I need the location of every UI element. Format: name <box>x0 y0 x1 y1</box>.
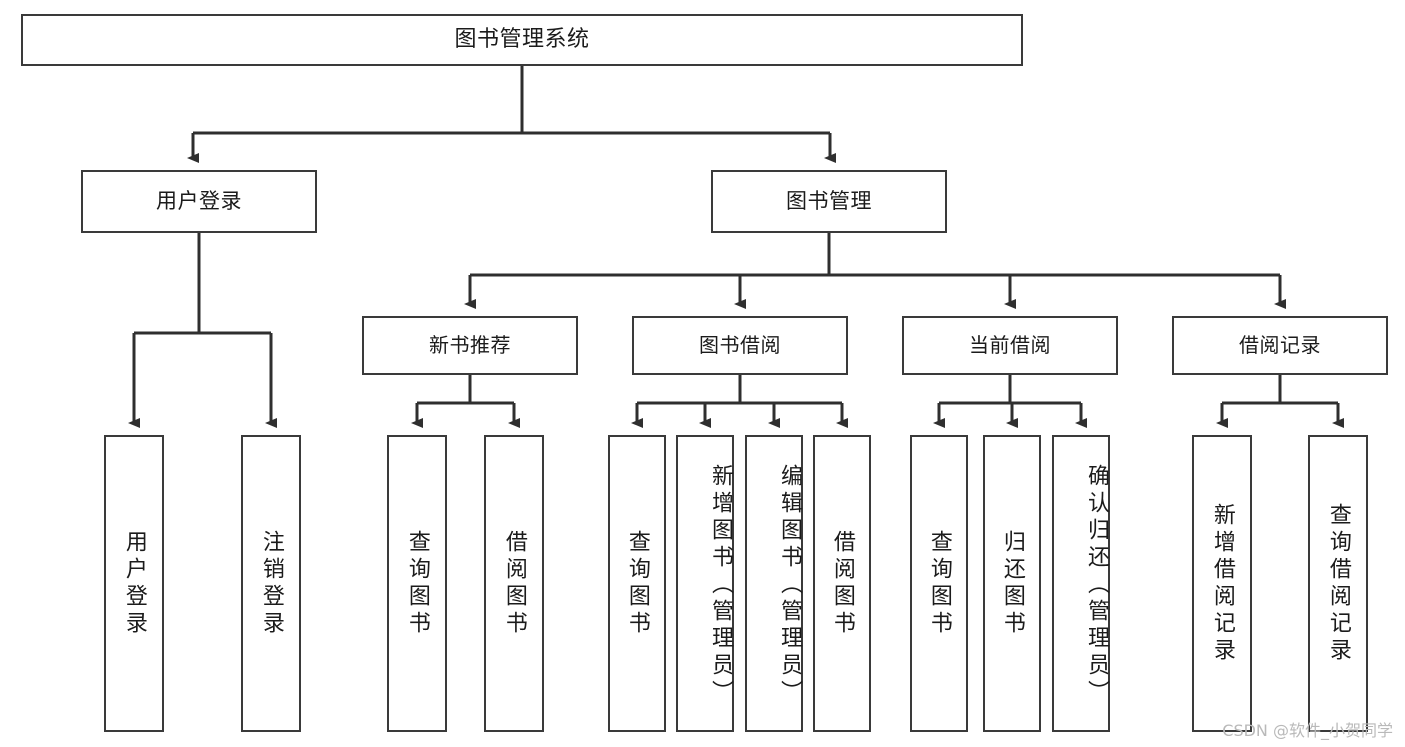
node-leaf-query-borrow-record-label: 查询借阅记录 <box>1325 502 1351 665</box>
node-leaf-query-book-2[interactable]: 查询图书 <box>608 435 666 732</box>
node-user-login[interactable]: 用户登录 <box>81 170 317 233</box>
node-leaf-edit-book[interactable]: 编辑图书（管理员） <box>745 435 803 732</box>
node-leaf-return-book-label: 归还图书 <box>999 529 1025 638</box>
node-leaf-borrow-book-2-label: 借阅图书 <box>829 529 855 638</box>
node-leaf-user-logout-label: 注销登录 <box>258 529 284 638</box>
node-root-label: 图书管理系统 <box>454 27 590 53</box>
node-leaf-query-book-3-label: 查询图书 <box>926 529 952 638</box>
node-borrow-record[interactable]: 借阅记录 <box>1172 316 1388 375</box>
node-book-manage[interactable]: 图书管理 <box>711 170 947 233</box>
watermark: CSDN @软件_小贺同学 <box>1222 721 1393 740</box>
node-new-book-recommend[interactable]: 新书推荐 <box>362 316 578 375</box>
node-leaf-add-borrow-record-label: 新增借阅记录 <box>1209 502 1235 665</box>
node-user-login-label: 用户登录 <box>156 189 242 214</box>
node-leaf-user-logout[interactable]: 注销登录 <box>241 435 301 732</box>
node-leaf-return-book[interactable]: 归还图书 <box>983 435 1041 732</box>
node-leaf-add-book[interactable]: 新增图书（管理员） <box>676 435 734 732</box>
node-root[interactable]: 图书管理系统 <box>21 14 1023 66</box>
node-leaf-user-login-label: 用户登录 <box>121 529 147 638</box>
node-book-borrow-label: 图书借阅 <box>699 332 781 357</box>
node-leaf-add-book-label: 新增图书（管理员） <box>708 464 733 707</box>
node-leaf-borrow-book-1[interactable]: 借阅图书 <box>484 435 544 732</box>
node-book-borrow[interactable]: 图书借阅 <box>632 316 848 375</box>
node-borrow-record-label: 借阅记录 <box>1239 332 1321 357</box>
node-current-borrow[interactable]: 当前借阅 <box>902 316 1118 375</box>
node-leaf-query-book-1-label: 查询图书 <box>404 529 430 638</box>
node-leaf-borrow-book-2[interactable]: 借阅图书 <box>813 435 871 732</box>
node-leaf-borrow-book-1-label: 借阅图书 <box>501 529 527 638</box>
node-leaf-query-book-3[interactable]: 查询图书 <box>910 435 968 732</box>
node-leaf-add-borrow-record[interactable]: 新增借阅记录 <box>1192 435 1252 732</box>
node-book-manage-label: 图书管理 <box>786 189 872 214</box>
node-leaf-user-login[interactable]: 用户登录 <box>104 435 164 732</box>
node-current-borrow-label: 当前借阅 <box>969 332 1051 357</box>
node-leaf-confirm-return-label: 确认归还（管理员） <box>1084 464 1109 707</box>
node-leaf-query-book-2-label: 查询图书 <box>624 529 650 638</box>
node-leaf-edit-book-label: 编辑图书（管理员） <box>777 464 802 707</box>
node-leaf-query-borrow-record[interactable]: 查询借阅记录 <box>1308 435 1368 732</box>
node-new-book-recommend-label: 新书推荐 <box>429 332 511 357</box>
node-leaf-confirm-return[interactable]: 确认归还（管理员） <box>1052 435 1110 732</box>
node-leaf-query-book-1[interactable]: 查询图书 <box>387 435 447 732</box>
